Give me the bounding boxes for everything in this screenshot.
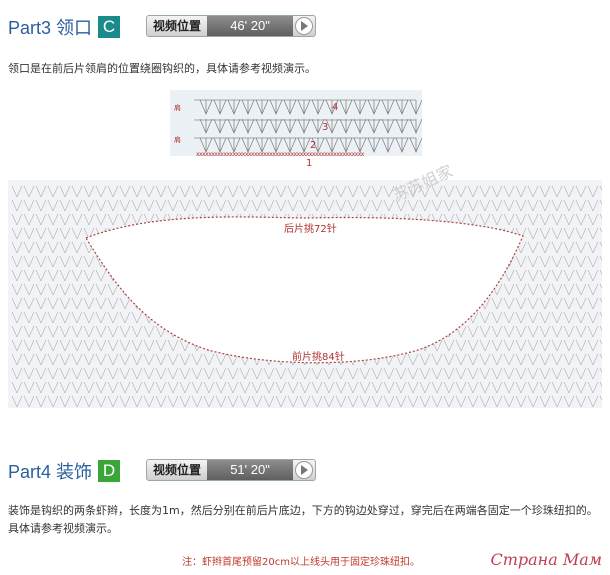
video-time: 46' 20" (207, 16, 294, 36)
part3-letter-badge: C (98, 16, 121, 38)
row-label-1: 1 (306, 158, 312, 168)
part3-video-position-button[interactable]: 视频位置 46' 20" (146, 15, 317, 37)
play-icon[interactable] (295, 461, 314, 479)
part3-description: 领口是在前后片领肩的位置绕圈钩织的，具体请参考视频演示。 (8, 62, 316, 75)
side-label-a: 肩 (174, 103, 181, 112)
video-position-label: 视频位置 (153, 463, 202, 477)
part4-title: Part4 装饰 (8, 462, 93, 482)
neckline-main-diagram: 后片挑72针 前片挑84针 (8, 180, 602, 408)
video-position-label: 视频位置 (153, 19, 202, 33)
part4-header: Part4 装饰 D (8, 458, 121, 484)
part4-description: 装饰是钩织的两条虾辫，长度为1m，然后分别在前后片底边，下方的钩边处穿过，穿完后… (8, 504, 598, 535)
part3-header: Part3 领口 C (8, 14, 121, 40)
site-watermark: Страна Мам (490, 550, 602, 569)
back-pickup-label: 后片挑72针 (284, 222, 337, 235)
part4-video-position-button[interactable]: 视频位置 51' 20" (146, 459, 317, 481)
svg-text:xxxxxxxxxxxxxxxxxxxxxxxxxxxxxx: xxxxxxxxxxxxxxxxxxxxxxxxxxxxxxxxxxxxxxxx… (196, 151, 365, 158)
video-time: 51' 20" (207, 460, 294, 480)
row-label-4: 4 (332, 102, 338, 113)
row-label-3: 3 (322, 122, 328, 133)
part4-letter-badge: D (98, 460, 121, 482)
neckline-rows-diagram: 肩 肩 1 2 3 4 xxxxxxxxxxxxxxxxxxxxxxxxxxxx… (170, 90, 422, 168)
side-label-b: 肩 (174, 135, 181, 144)
play-icon[interactable] (295, 17, 314, 35)
footnote: 注：虾辫首尾预留20cm以上线头用于固定珍珠纽扣。 (182, 557, 420, 568)
front-pickup-label: 前片挑84针 (292, 350, 345, 363)
part3-title: Part3 领口 (8, 18, 93, 38)
row-label-2: 2 (310, 140, 316, 151)
